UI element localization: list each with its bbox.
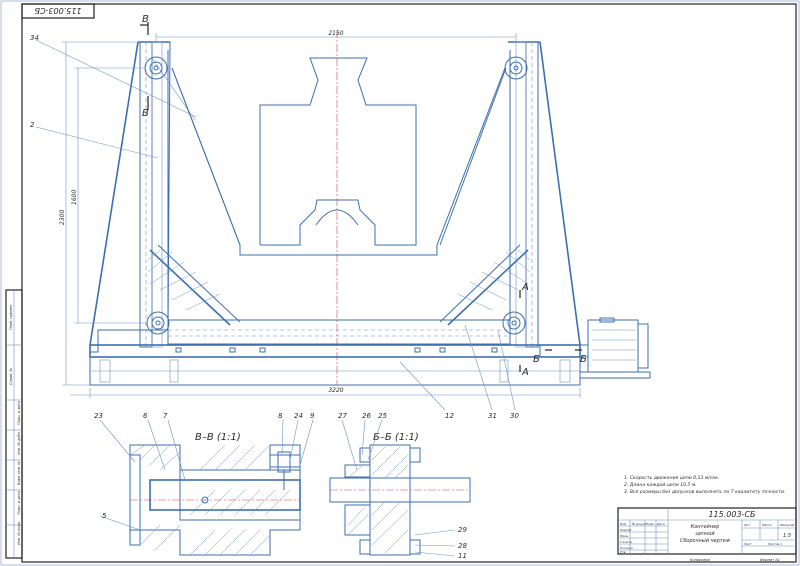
svg-text:8: 8	[278, 412, 283, 420]
drive-motor	[579, 317, 651, 379]
svg-text:11: 11	[458, 552, 467, 560]
svg-text:12: 12	[445, 412, 454, 420]
drawing-frame	[21, 3, 797, 563]
svg-text:В: В	[142, 108, 149, 119]
svg-text:Т.контр.: Т.контр.	[620, 540, 633, 544]
svg-text:27: 27	[338, 412, 347, 420]
svg-text:Контейнер: Контейнер	[691, 524, 720, 530]
svg-text:7: 7	[163, 412, 168, 420]
dim-height-inner: 1600	[71, 190, 78, 205]
svg-text:Инв. № дубл.: Инв. № дубл.	[17, 431, 21, 455]
svg-text:А: А	[521, 282, 529, 293]
main-view	[89, 30, 651, 386]
svg-text:В: В	[142, 14, 149, 25]
dim-height-total: 2300	[59, 210, 66, 225]
svg-text:1. Скорость движения цепи 0,13: 1. Скорость движения цепи 0,13 м/сек.	[624, 475, 719, 481]
svg-text:Справ. №: Справ. №	[9, 368, 13, 385]
technical-notes: 1. Скорость движения цепи 0,13 м/сек. 2.…	[624, 475, 785, 495]
sprocket-bottom-right	[502, 311, 526, 335]
sprocket-top-left	[144, 56, 168, 80]
section-vv: В–В (1:1) 23 6 7 8 24 9 5	[94, 412, 315, 556]
svg-text:6: 6	[143, 412, 148, 420]
svg-text:Б: Б	[580, 354, 587, 365]
svg-text:1:5: 1:5	[783, 533, 791, 539]
svg-text:28: 28	[458, 542, 467, 550]
svg-text:Б–Б (1:1): Б–Б (1:1)	[373, 432, 419, 443]
dim-bottom-width: 3220	[328, 387, 343, 394]
dimensions: 2150 3220 2300 1600	[59, 30, 581, 398]
svg-text:Лит.: Лит.	[743, 523, 751, 527]
section-markers: В В А А Б Б	[140, 14, 587, 378]
svg-text:Дата: Дата	[656, 522, 665, 526]
svg-text:Подп. и дата: Подп. и дата	[17, 491, 21, 515]
svg-text:23: 23	[94, 412, 103, 420]
svg-text:Разраб.: Разраб.	[620, 528, 632, 532]
svg-text:Подп.: Подп.	[646, 522, 655, 526]
svg-text:В–В (1:1): В–В (1:1)	[195, 432, 241, 443]
dim-top-width: 2150	[328, 30, 343, 37]
svg-text:Изм: Изм	[620, 522, 627, 526]
svg-text:2: 2	[30, 121, 35, 129]
callouts-main: 34 2 12 31 30	[30, 34, 519, 420]
svg-text:Лист: Лист	[743, 542, 752, 546]
code-stamp-top: 115.003-СБ	[21, 3, 95, 19]
svg-text:24: 24	[294, 412, 303, 420]
svg-text:№ докум.: № докум.	[631, 522, 647, 526]
svg-text:2. Длина каждой цепи 10,5 м.: 2. Длина каждой цепи 10,5 м.	[624, 482, 697, 488]
svg-text:Н.контр.: Н.контр.	[620, 546, 633, 550]
svg-text:29: 29	[458, 526, 467, 534]
svg-text:3. Все размеры без допусков вы: 3. Все размеры без допусков выполнять по…	[624, 489, 785, 495]
section-bb: Б–Б (1:1) 27 26 25 29 28 11	[329, 412, 471, 560]
svg-text:34: 34	[30, 34, 39, 42]
svg-text:Б: Б	[533, 354, 540, 365]
svg-text:5: 5	[102, 512, 107, 520]
svg-text:115.003-СБ: 115.003-СБ	[34, 6, 82, 15]
side-stamp: Перв. примен. Справ. № Инв. № подл. Подп…	[5, 289, 23, 559]
svg-text:Масштаб: Масштаб	[780, 523, 794, 527]
svg-text:Масса: Масса	[762, 523, 772, 527]
svg-text:Взам. инв. №: Взам. инв. №	[17, 461, 21, 485]
svg-text:Инв. № подл.: Инв. № подл.	[17, 521, 21, 545]
svg-text:Копировал: Копировал	[690, 558, 711, 562]
sprocket-top-right	[504, 56, 528, 80]
svg-text:Пров.: Пров.	[620, 534, 629, 538]
svg-text:25: 25	[378, 412, 387, 420]
svg-text:Утв.: Утв.	[620, 550, 626, 554]
svg-text:цепной: цепной	[695, 531, 715, 537]
svg-text:9: 9	[310, 412, 315, 420]
title-block: 115.003-СБ Контейнер цепной Сборочный че…	[617, 507, 797, 562]
svg-text:115.003-СБ: 115.003-СБ	[708, 510, 756, 519]
svg-text:26: 26	[362, 412, 371, 420]
sprocket-bottom-left	[146, 311, 170, 335]
container-profile	[259, 57, 417, 246]
svg-text:Перв. примен.: Перв. примен.	[9, 304, 13, 330]
svg-text:Листов 1: Листов 1	[767, 542, 782, 546]
svg-text:Формат А1: Формат А1	[760, 558, 780, 562]
svg-text:Сборочный чертеж: Сборочный чертеж	[680, 538, 731, 544]
svg-text:30: 30	[510, 412, 519, 420]
svg-text:А: А	[521, 367, 529, 378]
svg-text:Подп. и дата: Подп. и дата	[17, 401, 21, 425]
svg-text:31: 31	[488, 412, 497, 420]
